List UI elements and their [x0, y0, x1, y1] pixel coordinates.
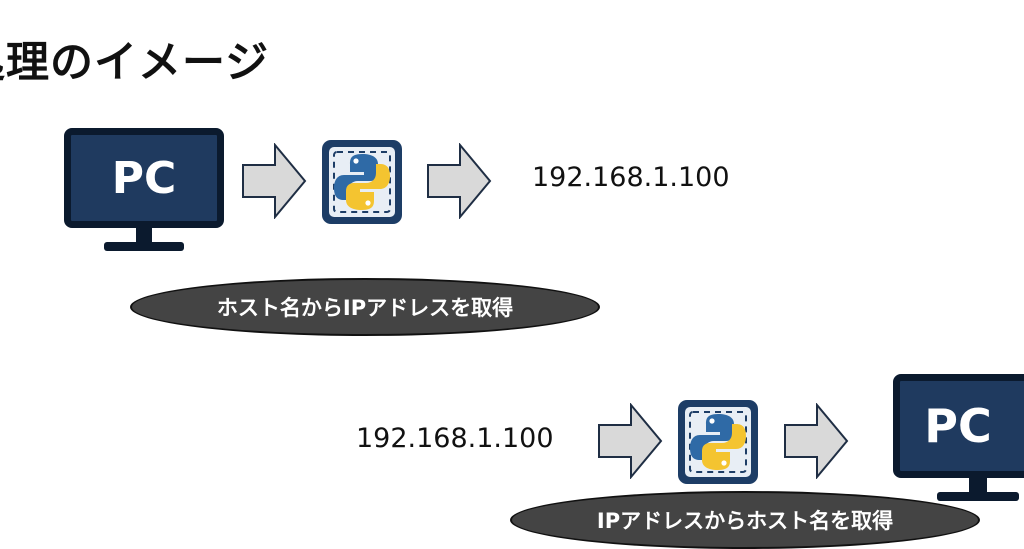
right-arrow-icon — [427, 143, 492, 219]
caption-badge: IPアドレスからホスト名を取得 — [510, 491, 980, 549]
right-arrow-icon — [242, 143, 307, 219]
pc-monitor-icon: PC — [64, 128, 224, 258]
python-logo-icon — [678, 400, 758, 484]
right-arrow-icon — [598, 403, 663, 479]
caption-badge: ホスト名からIPアドレスを取得 — [130, 278, 600, 336]
python-logo-icon — [322, 140, 402, 224]
right-arrow-icon — [784, 403, 849, 479]
pc-monitor-icon: PC — [893, 374, 1024, 509]
ip-address-text: 192.168.1.100 — [532, 162, 730, 193]
ip-address-text: 192.168.1.100 — [356, 423, 554, 454]
pc-label: PC — [111, 152, 177, 204]
page-title: 処理のイメージ — [0, 38, 270, 88]
pc-label: PC — [924, 399, 992, 453]
